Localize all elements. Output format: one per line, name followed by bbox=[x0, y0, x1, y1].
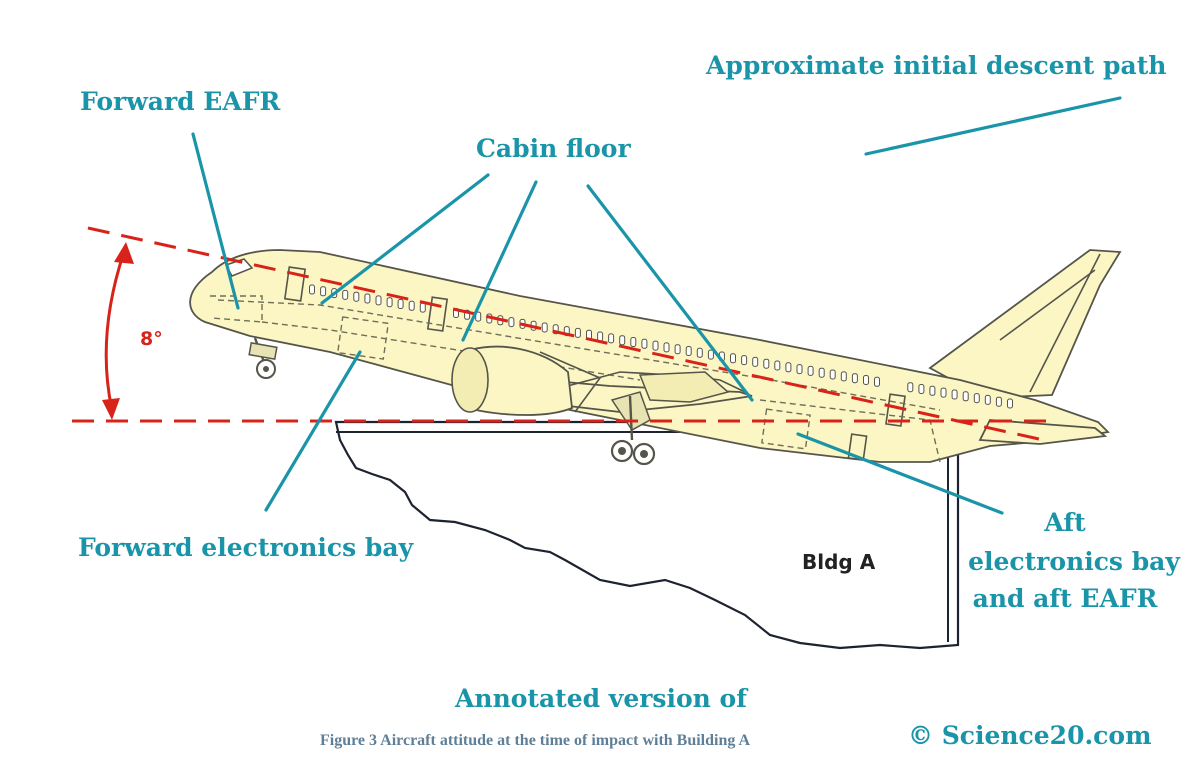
pointer-cabin-floor-3 bbox=[586, 184, 754, 402]
cabin-window bbox=[829, 369, 836, 380]
cabin-window bbox=[730, 353, 736, 364]
building-label: Bldg A bbox=[802, 550, 876, 574]
cabin-window bbox=[785, 362, 792, 373]
door-2 bbox=[426, 296, 449, 332]
cabin-window bbox=[962, 391, 969, 402]
cabin-window bbox=[320, 286, 327, 297]
cabin-window bbox=[907, 382, 914, 393]
angle-arc bbox=[104, 251, 126, 411]
angle-arrow-bottom bbox=[102, 398, 120, 420]
cabin-window bbox=[696, 347, 703, 358]
pointer-descent-path bbox=[864, 96, 1122, 156]
cabin-floor-hidden bbox=[217, 299, 941, 411]
cabin-window bbox=[973, 393, 980, 404]
horizontal-stabilizer bbox=[978, 419, 1108, 445]
fwd-electronics-bay-hidden bbox=[336, 316, 390, 360]
cabin-window bbox=[752, 356, 759, 367]
cabin-window bbox=[918, 384, 925, 394]
main-gear bbox=[610, 371, 730, 466]
cabin-window bbox=[874, 376, 880, 387]
door-4 bbox=[847, 433, 868, 461]
cabin-window bbox=[309, 284, 315, 295]
cabin-window bbox=[840, 371, 847, 382]
cabin-window bbox=[608, 333, 615, 344]
label-aft-line-1: Aft bbox=[1043, 508, 1086, 537]
cabin-window bbox=[541, 322, 548, 333]
cabin-window bbox=[408, 300, 415, 311]
label-aft-line-3: and aft EAFR bbox=[973, 584, 1158, 613]
cabin-window bbox=[807, 365, 814, 376]
cabin-window bbox=[475, 311, 482, 322]
door-1 bbox=[283, 266, 307, 302]
cabin-window bbox=[685, 346, 692, 356]
reference-lines: 8° bbox=[72, 226, 1049, 443]
copyright-text: © Science20.com bbox=[908, 721, 1152, 750]
engine-inlet bbox=[451, 347, 489, 413]
angle-label: 8° bbox=[140, 328, 163, 350]
cargo-hidden bbox=[261, 321, 641, 381]
label-descent-path: Approximate initial descent path bbox=[705, 51, 1166, 80]
cabin-window bbox=[353, 291, 360, 302]
cabin-window bbox=[818, 367, 825, 378]
figure-caption: Figure 3 Aircraft attitude at the time o… bbox=[320, 732, 750, 749]
cabin-window bbox=[1007, 398, 1013, 409]
cabin-window bbox=[851, 373, 858, 384]
aft-electronics-bay-hidden bbox=[761, 408, 811, 450]
cabin-window bbox=[508, 317, 515, 328]
stabilizer-edge bbox=[1029, 253, 1101, 393]
nose-gear bbox=[248, 337, 278, 379]
cabin-window bbox=[674, 344, 681, 355]
cabin-window bbox=[929, 385, 936, 396]
cabin-window bbox=[796, 364, 803, 375]
label-aft-line-2: electronics bay bbox=[968, 547, 1181, 576]
cabin-window bbox=[574, 327, 581, 338]
pointer-forward-eafr bbox=[191, 132, 240, 310]
cabin-window bbox=[342, 289, 349, 300]
cabin-window bbox=[863, 375, 869, 385]
pointer-forward-electronics-bay bbox=[264, 350, 362, 512]
cabin-window bbox=[663, 342, 670, 353]
cabin-window bbox=[364, 293, 371, 304]
cabin-window bbox=[774, 360, 781, 371]
label-forward-electronics-bay: Forward electronics bay bbox=[78, 533, 415, 562]
cabin-window bbox=[597, 331, 604, 342]
cabin-window bbox=[386, 297, 393, 308]
pointer-cabin-floor-1 bbox=[320, 173, 490, 305]
pointer-cabin-floor-2 bbox=[461, 180, 538, 342]
rudder-hinge bbox=[999, 269, 1096, 341]
cabin-window bbox=[630, 337, 637, 347]
cabin-window bbox=[951, 389, 958, 400]
cabin-window bbox=[375, 295, 382, 306]
label-forward-eafr: Forward EAFR bbox=[80, 87, 281, 116]
annotated-version-text: Annotated version of bbox=[454, 684, 749, 713]
cabin-window bbox=[652, 340, 659, 351]
engine-pylon bbox=[539, 351, 602, 413]
cabin-window bbox=[641, 338, 648, 349]
cabin-window bbox=[763, 358, 770, 369]
cabin-window bbox=[940, 387, 947, 398]
pointer-lines bbox=[191, 96, 1122, 515]
angle-arrow-top bbox=[114, 242, 134, 264]
cabin-window bbox=[707, 349, 714, 360]
door-3 bbox=[885, 393, 906, 427]
building-outline bbox=[334, 420, 960, 650]
aircraft-axis-line bbox=[87, 226, 1049, 443]
pointer-aft-electronics-bay bbox=[796, 432, 1004, 515]
label-cabin-floor: Cabin floor bbox=[476, 134, 631, 163]
cabin-window bbox=[984, 394, 991, 405]
cabin-window bbox=[741, 355, 748, 366]
cabin-window bbox=[419, 302, 426, 313]
cabin-window bbox=[397, 299, 404, 309]
cabin-window bbox=[619, 335, 626, 346]
cabin-window bbox=[995, 396, 1002, 407]
